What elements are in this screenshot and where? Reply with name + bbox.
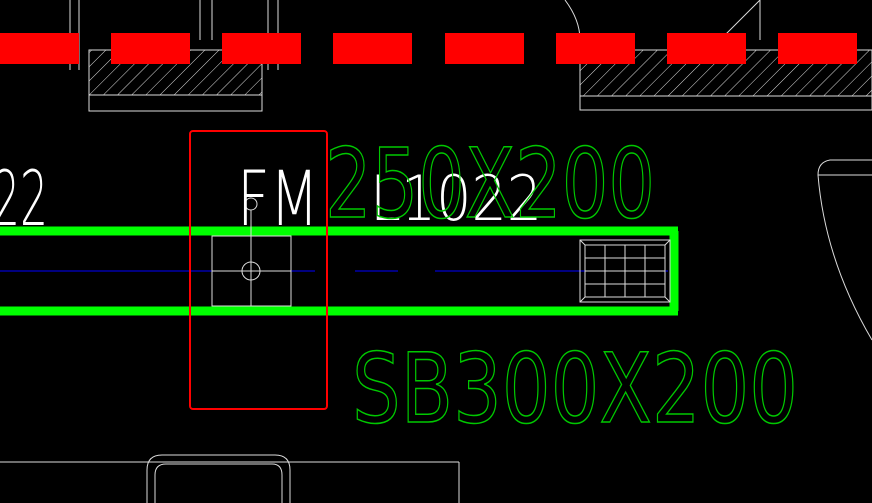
fm-label: FM xyxy=(237,154,319,243)
overlap-code-label: L1022 xyxy=(370,162,542,235)
red-dashed-line xyxy=(0,33,857,64)
air-duct xyxy=(0,226,679,316)
left-code-label: 22 xyxy=(0,154,48,243)
selection-box[interactable] xyxy=(189,130,328,410)
duct-size-bottom-label: SB300X200 xyxy=(352,333,798,445)
wall-outlines-bottom xyxy=(0,454,460,503)
grille-icon xyxy=(579,239,671,303)
fixture-outline-right xyxy=(817,159,872,341)
fire-damper-icon xyxy=(211,197,292,307)
duct-size-top-label: 250X200 xyxy=(325,128,655,240)
